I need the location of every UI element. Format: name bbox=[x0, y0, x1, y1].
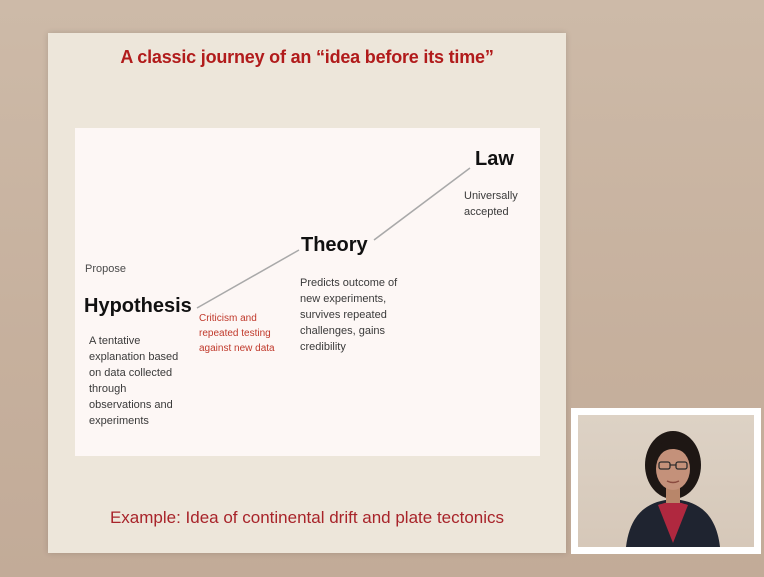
transition-note: Criticism and repeated testing against n… bbox=[199, 313, 275, 354]
example-caption: Example: Idea of continental drift and p… bbox=[109, 508, 505, 527]
presenter-video bbox=[578, 415, 754, 547]
presentation-slide: A classic journey of an “idea before its… bbox=[48, 33, 566, 553]
presenter-figure bbox=[626, 431, 720, 547]
law-heading: Law bbox=[475, 148, 514, 170]
theory-heading: Theory bbox=[301, 234, 368, 256]
progression-connectors bbox=[196, 167, 471, 309]
hypothesis-to-theory-line bbox=[196, 249, 300, 309]
hypothesis-heading: Hypothesis bbox=[84, 295, 192, 317]
theory-description: Predicts outcome of new experiments, sur… bbox=[300, 277, 398, 353]
law-description: Universally accepted bbox=[464, 190, 518, 218]
journey-diagram-panel: Propose Hypothesis A tentative explanati… bbox=[75, 128, 540, 456]
propose-label: Propose bbox=[85, 263, 126, 275]
presenter-webcam bbox=[571, 408, 761, 554]
theory-to-law-line bbox=[373, 167, 471, 241]
slide-title: A classic journey of an “idea before its… bbox=[120, 47, 494, 67]
hypothesis-description: A tentative explanation based on data co… bbox=[89, 335, 179, 427]
